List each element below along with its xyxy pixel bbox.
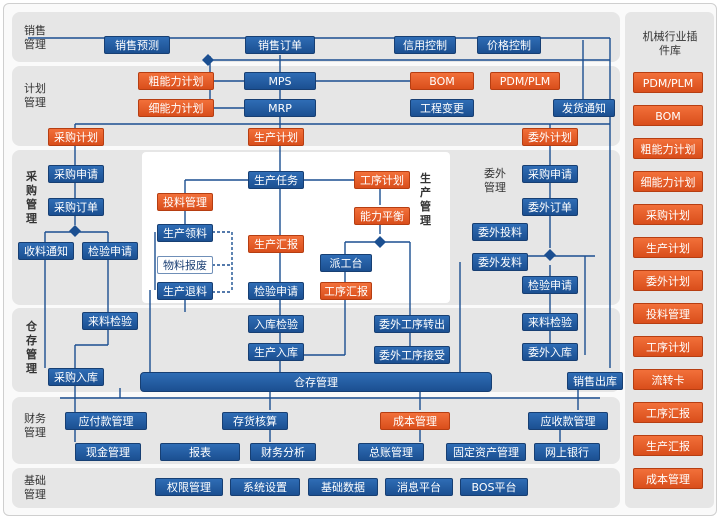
outsource-order-box[interactable]: 委外订单 xyxy=(522,198,578,216)
plugin-item[interactable]: 细能力计划 xyxy=(633,171,703,192)
online-banking-box[interactable]: 网上银行 xyxy=(534,443,600,461)
section-label-outsource: 委外管理 xyxy=(484,167,506,194)
section-label-production: 生产管理 xyxy=(420,172,431,227)
purchase-incoming-inspect-box[interactable]: 来料检验 xyxy=(82,312,138,330)
outsource-inbound-box[interactable]: 委外入库 xyxy=(522,343,578,361)
plugin-panel xyxy=(625,12,714,508)
financial-analysis-box[interactable]: 财务分析 xyxy=(250,443,316,461)
pdm-plm-box[interactable]: PDM/PLM xyxy=(490,72,560,90)
plugin-item[interactable]: 粗能力计划 xyxy=(633,138,703,159)
purchase-inbound-box[interactable]: 采购入库 xyxy=(48,368,104,386)
plugin-item[interactable]: 生产汇报 xyxy=(633,435,703,456)
bom-box[interactable]: BOM xyxy=(410,72,474,90)
feed-management-box[interactable]: 投料管理 xyxy=(157,193,213,211)
engineering-change-box[interactable]: 工程变更 xyxy=(410,99,474,117)
section-label-purchase: 采购管理 xyxy=(26,170,37,225)
process-plan-box[interactable]: 工序计划 xyxy=(354,171,410,189)
permission-management-box[interactable]: 权限管理 xyxy=(155,478,223,496)
ship-notice-box[interactable]: 发货通知 xyxy=(553,99,615,117)
rough-capacity-box[interactable]: 粗能力计划 xyxy=(138,72,214,90)
inventory-accounting-box[interactable]: 存货核算 xyxy=(222,412,288,430)
dispatch-desk-box[interactable]: 派工台 xyxy=(320,254,372,272)
plugin-library-title: 机械行业插件库 xyxy=(642,30,698,57)
outsource-process-receive-box[interactable]: 委外工序接受 xyxy=(374,346,450,364)
outsource-process-transfer-box[interactable]: 委外工序转出 xyxy=(374,315,450,333)
production-return-box[interactable]: 生产退料 xyxy=(157,282,213,300)
plugin-item[interactable]: 流转卡 xyxy=(633,369,703,390)
cost-management-box[interactable]: 成本管理 xyxy=(380,412,450,430)
production-plan-box[interactable]: 生产计划 xyxy=(248,128,304,146)
section-label-sales: 销售管理 xyxy=(24,24,46,51)
outsource-inspect-request-box[interactable]: 检验申请 xyxy=(522,276,578,294)
section-label-finance: 财务管理 xyxy=(24,412,46,439)
purchase-request-box[interactable]: 采购申请 xyxy=(48,165,104,183)
section-label-base: 基础管理 xyxy=(24,474,46,501)
outsource-purchase-request-box[interactable]: 采购申请 xyxy=(522,165,578,183)
section-label-warehouse: 仓存管理 xyxy=(26,320,37,375)
gl-management-box[interactable]: 总账管理 xyxy=(358,443,424,461)
capacity-balance-box[interactable]: 能力平衡 xyxy=(354,207,410,225)
material-scrap-box[interactable]: 物料报废 xyxy=(157,256,213,274)
inbound-inspect-box[interactable]: 入库检验 xyxy=(248,315,304,333)
ar-management-box[interactable]: 应收款管理 xyxy=(528,412,608,430)
reports-box[interactable]: 报表 xyxy=(160,443,240,461)
sales-forecast-box[interactable]: 销售预测 xyxy=(104,36,170,54)
sales-outbound-box[interactable]: 销售出库 xyxy=(567,372,623,390)
mps-box[interactable]: MPS xyxy=(244,72,316,90)
plugin-item[interactable]: PDM/PLM xyxy=(633,72,703,93)
plugin-item[interactable]: 工序汇报 xyxy=(633,402,703,423)
mrp-box[interactable]: MRP xyxy=(244,99,316,117)
outsource-issue-box[interactable]: 委外发料 xyxy=(472,253,528,271)
purchase-inspect-request-box[interactable]: 检验申请 xyxy=(82,242,138,260)
purchase-plan-box[interactable]: 采购计划 xyxy=(48,128,104,146)
plugin-item[interactable]: 成本管理 xyxy=(633,468,703,489)
purchase-order-box[interactable]: 采购订单 xyxy=(48,198,104,216)
plugin-item[interactable]: BOM xyxy=(633,105,703,126)
bos-platform-box[interactable]: BOS平台 xyxy=(460,478,528,496)
fine-capacity-box[interactable]: 细能力计划 xyxy=(138,99,214,117)
outsource-incoming-inspect-box[interactable]: 来料检验 xyxy=(522,313,578,331)
process-report-box[interactable]: 工序汇报 xyxy=(320,282,372,300)
outsource-feed-box[interactable]: 委外投料 xyxy=(472,223,528,241)
price-control-box[interactable]: 价格控制 xyxy=(477,36,541,54)
section-label-plan: 计划管理 xyxy=(24,82,46,109)
receive-notice-box[interactable]: 收料通知 xyxy=(18,242,74,260)
message-platform-box[interactable]: 消息平台 xyxy=(385,478,453,496)
fixed-asset-box[interactable]: 固定资产管理 xyxy=(446,443,526,461)
cash-management-box[interactable]: 现金管理 xyxy=(75,443,141,461)
base-data-box[interactable]: 基础数据 xyxy=(308,478,378,496)
warehouse-management-bar[interactable]: 仓存管理 xyxy=(140,372,492,392)
production-report-box[interactable]: 生产汇报 xyxy=(248,235,304,253)
plugin-item[interactable]: 生产计划 xyxy=(633,237,703,258)
production-inspect-request-box[interactable]: 检验申请 xyxy=(248,282,304,300)
outsource-plan-box[interactable]: 委外计划 xyxy=(522,128,578,146)
credit-control-box[interactable]: 信用控制 xyxy=(394,36,456,54)
system-settings-box[interactable]: 系统设置 xyxy=(230,478,300,496)
sales-order-box[interactable]: 销售订单 xyxy=(245,36,315,54)
production-pick-box[interactable]: 生产领料 xyxy=(157,224,213,242)
production-inbound-box[interactable]: 生产入库 xyxy=(248,343,304,361)
plugin-item[interactable]: 投料管理 xyxy=(633,303,703,324)
production-task-box[interactable]: 生产任务 xyxy=(248,171,304,189)
plugin-item[interactable]: 委外计划 xyxy=(633,270,703,291)
plugin-item[interactable]: 采购计划 xyxy=(633,204,703,225)
plugin-item[interactable]: 工序计划 xyxy=(633,336,703,357)
ap-management-box[interactable]: 应付款管理 xyxy=(65,412,147,430)
